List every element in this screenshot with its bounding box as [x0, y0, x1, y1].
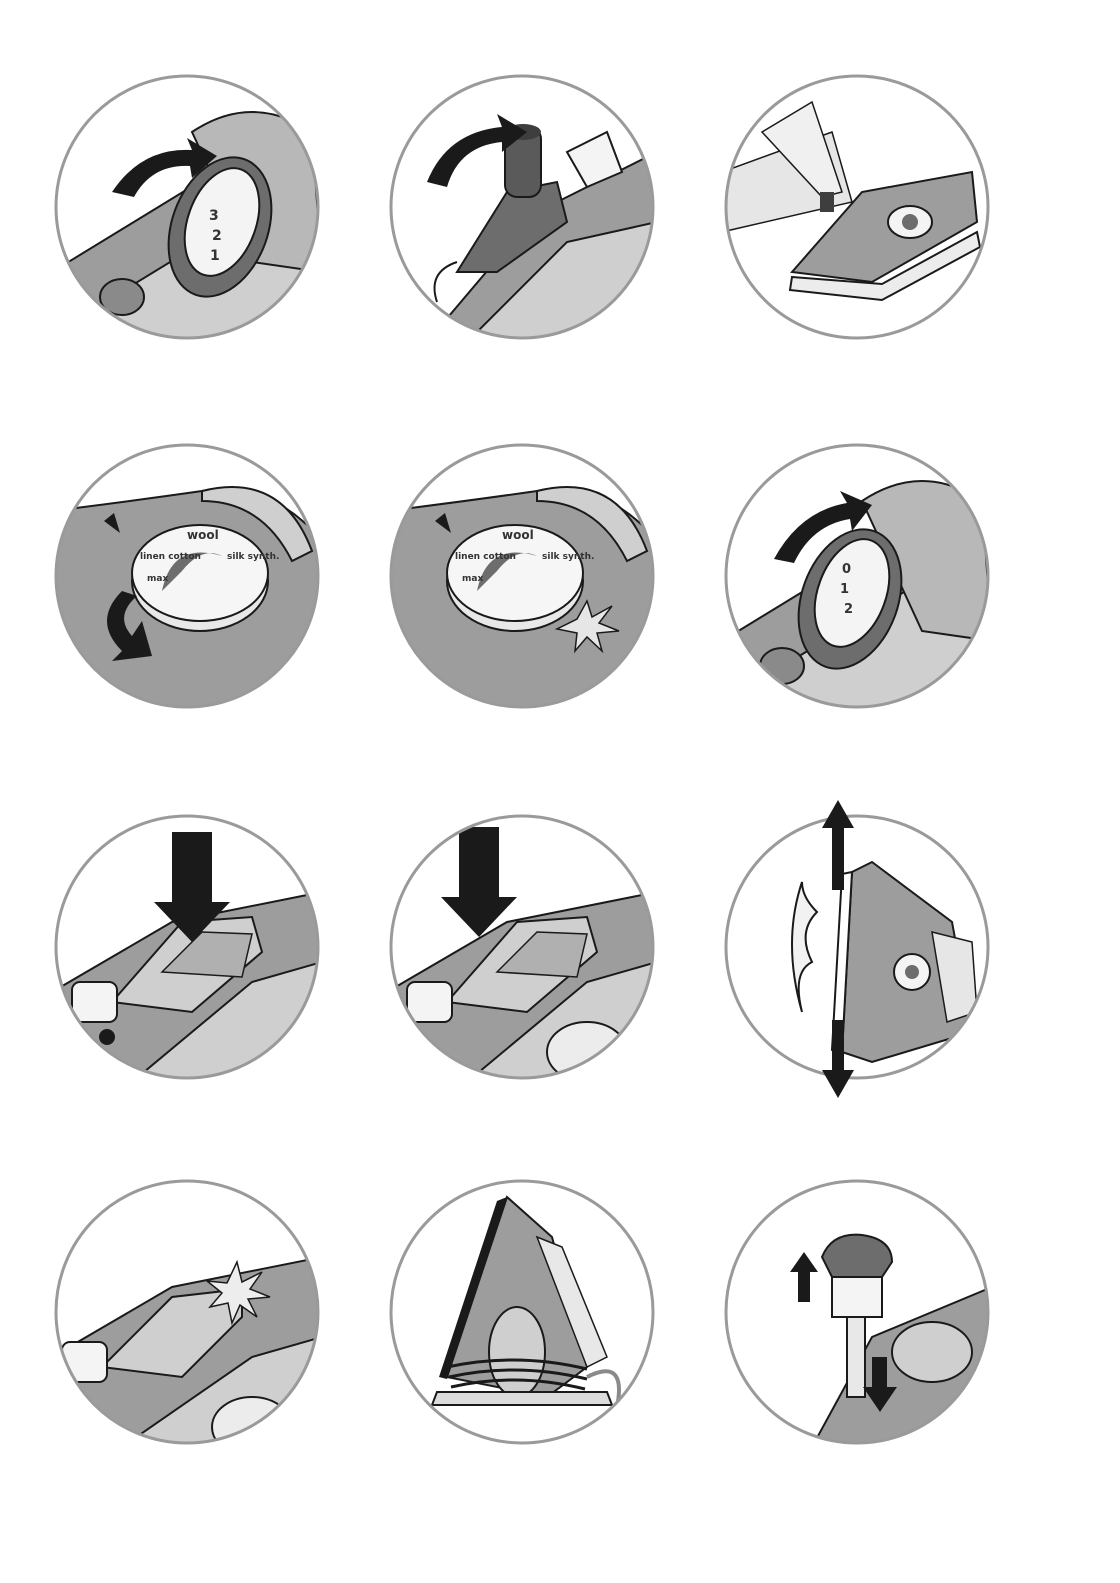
dial-label-silk-synth-2: silk synth. — [542, 552, 594, 562]
step-3-fill-water — [722, 72, 992, 342]
vertical-arrows-icon — [818, 800, 858, 1100]
steam-num-2: 2 — [212, 228, 222, 244]
fill-water-icon — [722, 72, 992, 342]
water-cap-open-icon — [387, 72, 657, 342]
dial-label-max: max — [147, 574, 168, 584]
step-11-cord-storage — [387, 1177, 657, 1447]
step-8-shot-button — [387, 812, 657, 1082]
steam-dial-turn-left-icon: 3 2 1 — [52, 72, 322, 342]
dial-label-linen-cotton: linen cotton — [140, 552, 201, 562]
steam-num-2b: 2 — [844, 602, 853, 617]
steam-num-3: 3 — [209, 208, 219, 224]
steam-dial-turn-right-icon: 0 1 2 — [722, 441, 992, 711]
step-2-open-cap — [387, 72, 657, 342]
step-1-steam-dial: 3 2 1 — [52, 72, 322, 342]
dial-label-max-2: max — [462, 574, 483, 584]
steam-num-1: 1 — [210, 248, 220, 264]
steam-num-1b: 1 — [840, 582, 849, 597]
dial-label-silk-synth: silk synth. — [227, 552, 279, 562]
steam-num-0: 0 — [842, 562, 851, 577]
step-10-indicator-light — [52, 1177, 322, 1447]
indicator-light-icon — [52, 1177, 322, 1447]
step-4-temperature-dial: wool silk synth. linen cotton max — [52, 441, 322, 711]
step-7-spray-button — [52, 812, 322, 1082]
temperature-dial-turn-icon: wool silk synth. linen cotton max — [52, 441, 322, 711]
step-12-anti-calc — [722, 1177, 992, 1447]
cord-storage-icon — [387, 1177, 657, 1447]
press-shot-button-icon — [387, 812, 657, 1082]
temperature-light-icon: wool silk synth. linen cotton max — [387, 441, 657, 711]
press-spray-button-icon — [52, 812, 322, 1082]
dial-label-linen-cotton-2: linen cotton — [455, 552, 516, 562]
anti-calc-remove-icon — [722, 1177, 992, 1447]
step-6-steam-dial: 0 1 2 — [722, 441, 992, 711]
dial-label-wool: wool — [187, 528, 219, 542]
step-5-temperature-light: wool silk synth. linen cotton max — [387, 441, 657, 711]
dial-label-wool-2: wool — [502, 528, 534, 542]
